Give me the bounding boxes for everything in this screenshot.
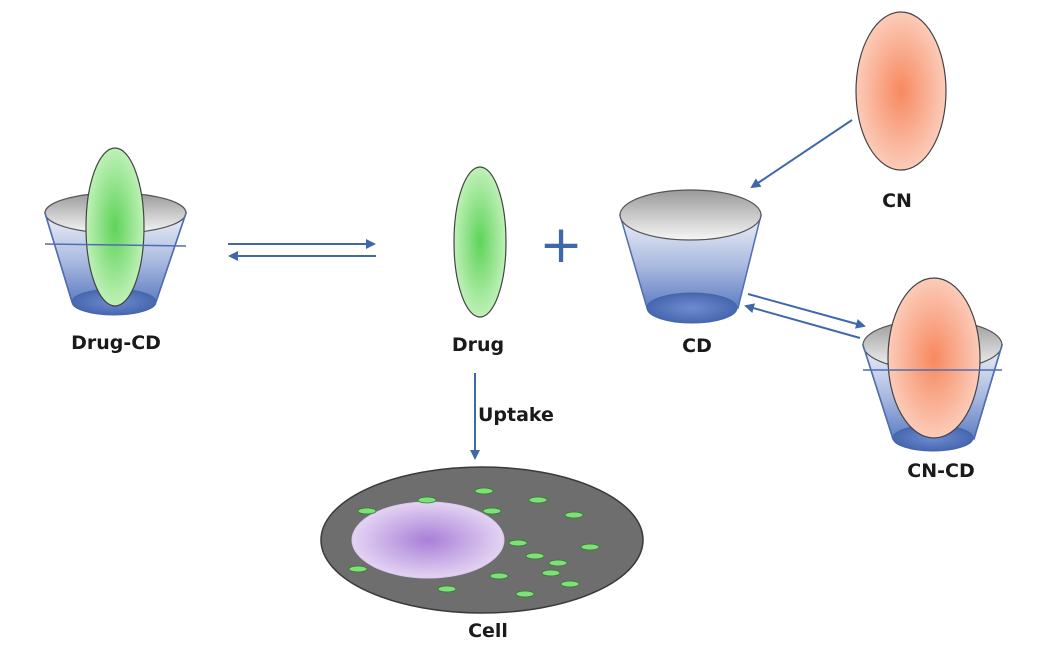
- cd-cup: [619, 189, 762, 324]
- cn-cd-label: CN-CD: [907, 460, 974, 482]
- drug-label: Drug: [452, 334, 504, 356]
- cell: [320, 466, 644, 614]
- equilibrium-arrows-2: [744, 293, 866, 339]
- cell-label: Cell: [468, 620, 508, 642]
- drug-cd-complex: [43, 147, 188, 316]
- cd-label: CD: [682, 335, 712, 357]
- cn-molecule: [855, 11, 947, 171]
- uptake-label: Uptake: [478, 404, 554, 426]
- drug-cd-label: Drug-CD: [71, 332, 161, 354]
- plus-sign: +: [539, 215, 583, 275]
- equilibrium-arrows-1: [228, 239, 376, 261]
- cn-label: CN: [882, 190, 912, 212]
- cell-nucleus: [351, 501, 505, 579]
- drug-particles: [348, 487, 600, 598]
- drug-molecule: [453, 166, 507, 318]
- cn-cd-complex: [861, 277, 1004, 452]
- cn-to-cd-arrow: [750, 119, 853, 189]
